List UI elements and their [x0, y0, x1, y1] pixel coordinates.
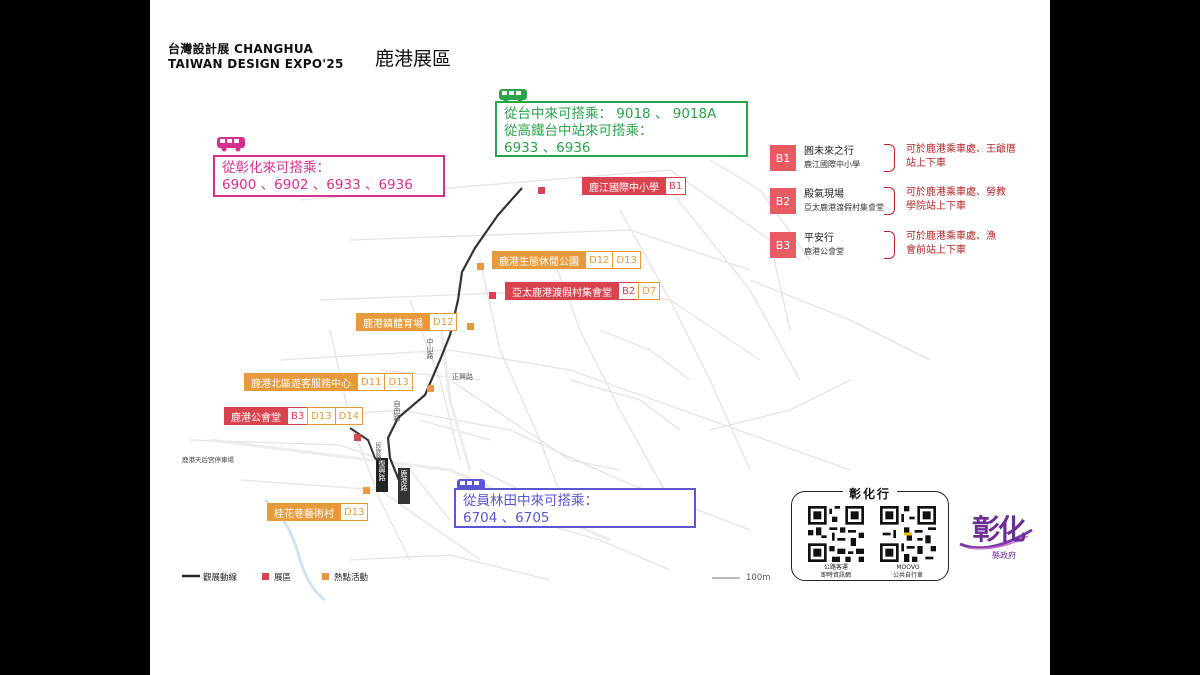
map-label-code: B3 [287, 407, 309, 425]
venue-sub: 鹿港公會堂 [804, 247, 844, 256]
bus-box-taichung-line3: 6933 、6936 [504, 140, 591, 156]
street-minzu: 民族路 [374, 442, 381, 460]
qr-bike-caption-line1: MOOVO [896, 564, 920, 571]
bus-box-yuanlin-line2: 6704 、6705 [463, 510, 550, 526]
map-label-code: D11 [357, 373, 386, 391]
map-label-town-hall[interactable]: 鹿港公會堂 B3 D13 D14 [224, 407, 364, 425]
gov-logo-sub: 縣政府 [992, 551, 1016, 560]
venue-b3[interactable]: B3 平安行 鹿港公會堂 [770, 232, 844, 258]
bus-box-yuanlin-line1: 從員林田中來可搭乘： [463, 493, 598, 509]
street-zhengxing: 正興路 [452, 373, 473, 381]
map-label-code: D12 [429, 313, 458, 331]
brace-b2 [884, 187, 895, 215]
venue-badge: B2 [770, 188, 796, 214]
expo-logo-line2: TAIWAN DESIGN EXPO'25 [168, 57, 344, 71]
venue-note-line1: 可於鹿港乘車處、勞教 [906, 187, 1006, 198]
map-label-visitor-center[interactable]: 鹿港北區遊客服務中心 D11 D13 [244, 373, 413, 391]
venue-note-line2: 站上下車 [906, 158, 946, 169]
map-label-name: 鹿港鎮體育場 [356, 313, 430, 331]
bus-box-taichung: 從台中來可搭乘： 9018 、 9018A 從高鐵台中站來可搭乘： 6933 、… [495, 101, 748, 157]
map-label-name: 鹿港公會堂 [224, 407, 288, 425]
venue-name: 殿氣現場 [804, 189, 844, 200]
qr-card: 彰化行 [791, 487, 949, 581]
venue-b2[interactable]: B2 殿氣現場 亞太鹿港渡假村集會堂 [770, 188, 884, 214]
expo-logo-line1: 台灣設計展 CHANGHUA [168, 42, 314, 56]
bus-icon [217, 137, 245, 152]
venue-note-line2: 會前站上下車 [906, 245, 966, 256]
street-tag-a: 鹿港路 [398, 468, 410, 504]
map-label-code: B2 [618, 282, 640, 300]
bus-box-changhua: 從彰化來可搭乘： 6900 、6902 、6933 、6936 [213, 155, 445, 197]
legend-exhibition: 展區 [274, 573, 292, 583]
qr-bus-caption: 公路客運 即時資訊網 [808, 564, 864, 580]
bus-box-changhua-line1: 從彰化來可搭乘： [222, 160, 330, 176]
map-label-guihua[interactable]: 桂花巷藝術村 D13 [267, 503, 369, 521]
map-label-code: D12 [585, 251, 614, 269]
venue-b3-note: 可於鹿港乘車處、漁 會前站上下車 [906, 230, 996, 258]
venue-b2-note: 可於鹿港乘車處、勞教 學院站上下車 [906, 186, 1006, 214]
qr-bus-caption-line2: 即時資訊網 [820, 572, 851, 579]
qr-code-bike[interactable] [880, 506, 936, 562]
venue-b1[interactable]: B1 圓未來之行 鹿江國際中小學 [770, 145, 860, 171]
brace-b3 [884, 231, 895, 259]
marker-eco-park [477, 263, 484, 270]
area-title: 鹿港展區 [375, 48, 452, 70]
qr-code-bus[interactable] [808, 506, 864, 562]
venue-name: 平安行 [804, 233, 834, 244]
county-government-logo: 彰化 縣政府 [958, 508, 1038, 568]
gov-logo-main: 彰化 [972, 513, 1026, 546]
map-label-eco-park[interactable]: 鹿港生態休閒公園 D12 D13 [492, 251, 641, 269]
street-ziyou: 自由路 [393, 400, 401, 421]
venue-b1-note: 可於鹿港乘車處、王爺厝 站上下車 [906, 143, 1016, 171]
map-label-code: D13 [384, 373, 413, 391]
map-label-code: D13 [612, 251, 641, 269]
marker-visitor-center [427, 385, 434, 392]
bus-box-yuanlin: 從員林田中來可搭乘： 6704 、6705 [454, 488, 696, 528]
qr-bike-caption: MOOVO 公共自行車 [880, 564, 936, 580]
venue-badge: B1 [770, 145, 796, 171]
map-label-code: D13 [307, 407, 336, 425]
venue-badge: B3 [770, 232, 796, 258]
swoosh-icon [959, 528, 1033, 550]
bus-box-taichung-line1: 從台中來可搭乘： 9018 、 9018A [504, 106, 717, 122]
legend-scale: 100m [746, 573, 771, 583]
venue-sub: 鹿江國際中小學 [804, 160, 860, 169]
parking-label: 鹿港天后宮停車場 [182, 456, 234, 464]
map-label-name: 鹿港北區遊客服務中心 [244, 373, 358, 391]
map-label-name: 亞太鹿港渡假村集會堂 [505, 282, 619, 300]
street-tag-b: 復興路 [376, 458, 388, 492]
venue-note-line1: 可於鹿港乘車處、王爺厝 [906, 144, 1016, 155]
map-slide: 鹿港路 復興路 中山路 正興路 自由路 民族路 鹿港天后宮停車場 台灣設計展 C… [150, 0, 1050, 675]
marker-asia-pacific [489, 292, 496, 299]
map-label-code: B1 [665, 177, 687, 195]
marker-town-hall [354, 434, 361, 441]
venue-sub: 亞太鹿港渡假村集會堂 [804, 203, 884, 212]
map-label-code: D14 [334, 407, 364, 425]
map-label-code: D7 [638, 282, 661, 300]
map-label-gym[interactable]: 鹿港鎮體育場 D12 [356, 313, 458, 331]
map-label-name: 桂花巷藝術村 [267, 503, 341, 521]
legend-exhibition-swatch [262, 573, 269, 580]
map-label-name: 鹿江國際中小學 [582, 177, 666, 195]
map-label-asia-pacific[interactable]: 亞太鹿港渡假村集會堂 B2 D7 [505, 282, 661, 300]
venue-note-line2: 學院站上下車 [906, 201, 966, 212]
qr-bus-caption-line1: 公路客運 [823, 564, 848, 571]
legend-route: 觀展動線 [203, 573, 238, 583]
street-zhongshan: 中山路 [426, 338, 434, 359]
brace-b1 [884, 144, 895, 172]
bus-box-taichung-line2: 從高鐵台中站來可搭乘： [504, 123, 653, 139]
qr-bike-caption-line2: 公共自行車 [892, 572, 923, 579]
marker-gym [467, 323, 474, 330]
bus-box-changhua-line2: 6900 、6902 、6933 、6936 [222, 177, 413, 193]
marker-guihua [363, 487, 370, 494]
venue-name: 圓未來之行 [804, 146, 854, 157]
legend-hotspot: 熱點活動 [334, 573, 369, 583]
marker-lukang-elem [538, 187, 545, 194]
map-label-code: D13 [340, 503, 369, 521]
qr-card-title: 彰化行 [842, 487, 897, 501]
map-label-lukang-elem[interactable]: 鹿江國際中小學 B1 [582, 177, 687, 195]
legend-hotspot-swatch [322, 573, 329, 580]
map-label-name: 鹿港生態休閒公園 [492, 251, 586, 269]
venue-note-line1: 可於鹿港乘車處、漁 [906, 231, 996, 242]
